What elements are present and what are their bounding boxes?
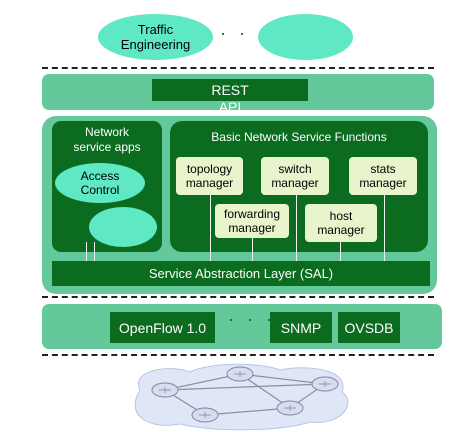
dashed-separator-bottom (42, 354, 434, 356)
unnamed-service-app (89, 207, 157, 247)
connector-apps-right (94, 242, 95, 261)
connector-forwarding (252, 238, 253, 261)
host-manager-box: host manager (305, 204, 377, 242)
connector-apps-left (86, 242, 87, 261)
unnamed-app (258, 14, 353, 60)
basic-network-functions-title: Basic Network Service Functions (211, 130, 387, 144)
dashed-separator-middle (42, 296, 434, 298)
rest-api-box: REST API (152, 79, 308, 115)
connector-host (340, 242, 341, 261)
topology-manager-box: topology manager (176, 157, 243, 195)
ovsdb-plugin-box: OVSDB (338, 312, 400, 343)
connector-topology (210, 195, 211, 261)
snmp-plugin-box: SNMP (270, 312, 332, 343)
traffic-engineering-app: Traffic Engineering (98, 14, 213, 60)
network-topology-cloud (134, 363, 349, 431)
more-apps-ellipsis: · · · (220, 23, 268, 43)
forwarding-manager-box: forwarding manager (215, 204, 289, 238)
openflow-plugin-box: OpenFlow 1.0 (110, 312, 215, 343)
access-control-app: Access Control (55, 163, 145, 203)
service-abstraction-layer-box: Service Abstraction Layer (SAL) (52, 261, 430, 286)
network-service-apps-title: Network service apps (73, 125, 141, 154)
dashed-separator-top (42, 67, 434, 69)
connector-switch (296, 195, 297, 261)
switch-manager-box: switch manager (261, 157, 329, 195)
stats-manager-box: stats manager (349, 157, 417, 195)
more-plugins-ellipsis: · · · (228, 309, 276, 329)
connector-stats (384, 195, 385, 261)
